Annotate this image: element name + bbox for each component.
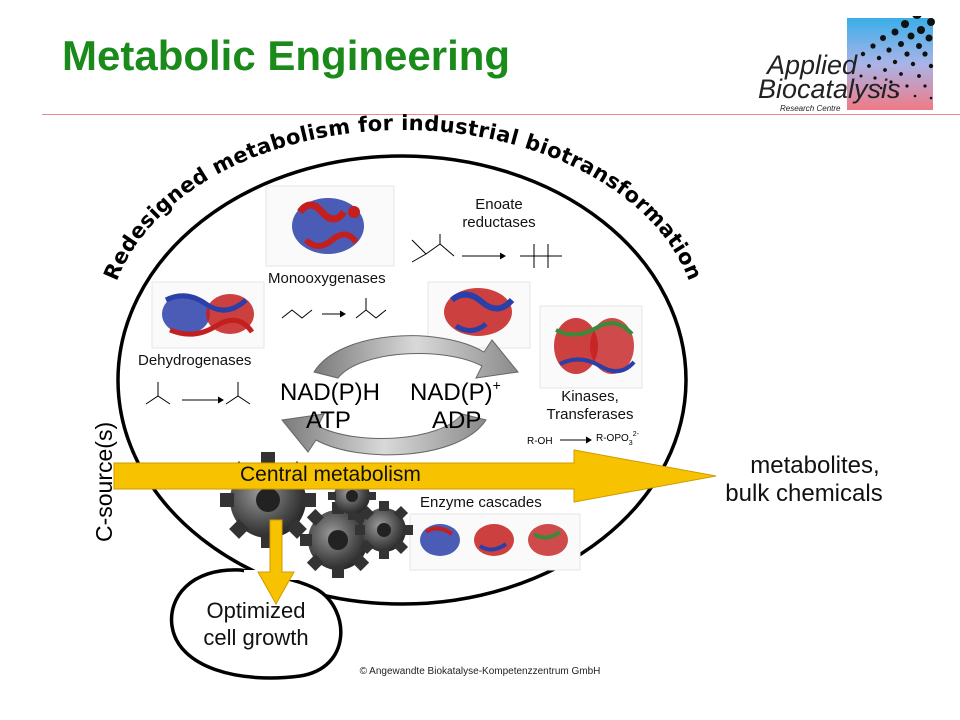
logo-text-applied: Applied [767, 50, 858, 80]
enoate-reaction [411, 234, 562, 268]
label-cell-growth: cell growth [203, 625, 309, 650]
kinase-product-sup: 2- [633, 431, 640, 438]
kinase-reaction [560, 436, 592, 444]
kinase-product-sub: 3 [629, 440, 633, 447]
copyright-notice: © Angewandte Biokatalyse-Kompetenzzentru… [359, 666, 601, 677]
label-central-metabolism: Central metabolism [240, 463, 421, 486]
dehydrogenase-protein-image [151, 281, 265, 349]
cell-growth-arrow [257, 519, 295, 606]
central-metabolism-arrow [113, 449, 717, 503]
kinase-product: R-OPO [596, 433, 629, 444]
label-enzyme-cascades: Enzyme cascades [420, 494, 542, 511]
kinase-protein-image [539, 305, 643, 389]
cofactor-nadp-plus: + [493, 377, 501, 393]
cofactor-adp: ADP [432, 407, 481, 434]
label-monooxygenases: Monooxygenases [268, 270, 386, 287]
c-source-label: C-source(s) [91, 422, 117, 542]
cofactor-cycle-arrows [281, 335, 519, 456]
cofactor-atp: ATP [306, 407, 351, 434]
kinase-product-line: R-OPO32- [596, 431, 640, 447]
monooxygenase-reaction [281, 298, 387, 319]
monooxygenase-protein-image [265, 185, 395, 267]
label-bulk-chemicals: bulk chemicals [725, 480, 883, 507]
enoate-reductase-protein-image [427, 281, 531, 349]
logo-dots-icon [859, 16, 935, 100]
cofactor-nadp: NAD(P) [410, 379, 493, 406]
cell-outline [116, 154, 688, 606]
kinase-substrate: R-OH [527, 436, 553, 447]
applied-biocatalysis-logo [847, 16, 935, 110]
label-optimized: Optimized [206, 598, 306, 623]
arc-title: Redesigned metabolism for industrial bio… [99, 111, 707, 284]
title-divider [42, 114, 960, 115]
cell-bud-outline [169, 568, 343, 680]
logo-text-research-centre: Research Centre [780, 104, 841, 113]
cofactor-nadp-line: NAD(P)+ [410, 377, 501, 406]
cofactor-nadph: NAD(P)H [280, 379, 380, 406]
label-enoate: Enoate [475, 196, 523, 213]
label-dehydrogenases: Dehydrogenases [138, 352, 252, 369]
dehydrogenase-reaction [145, 382, 251, 405]
logo-text-biocatalysis: Biocatalysis [758, 74, 901, 104]
slide-title: Metabolic Engineering [62, 32, 511, 79]
label-metabolites: metabolites, [750, 452, 880, 479]
label-transferases: Transferases [546, 406, 634, 423]
label-reductases: reductases [462, 214, 536, 231]
label-kinases: Kinases, [561, 388, 619, 405]
enzyme-cascade-protein-images [409, 513, 581, 571]
